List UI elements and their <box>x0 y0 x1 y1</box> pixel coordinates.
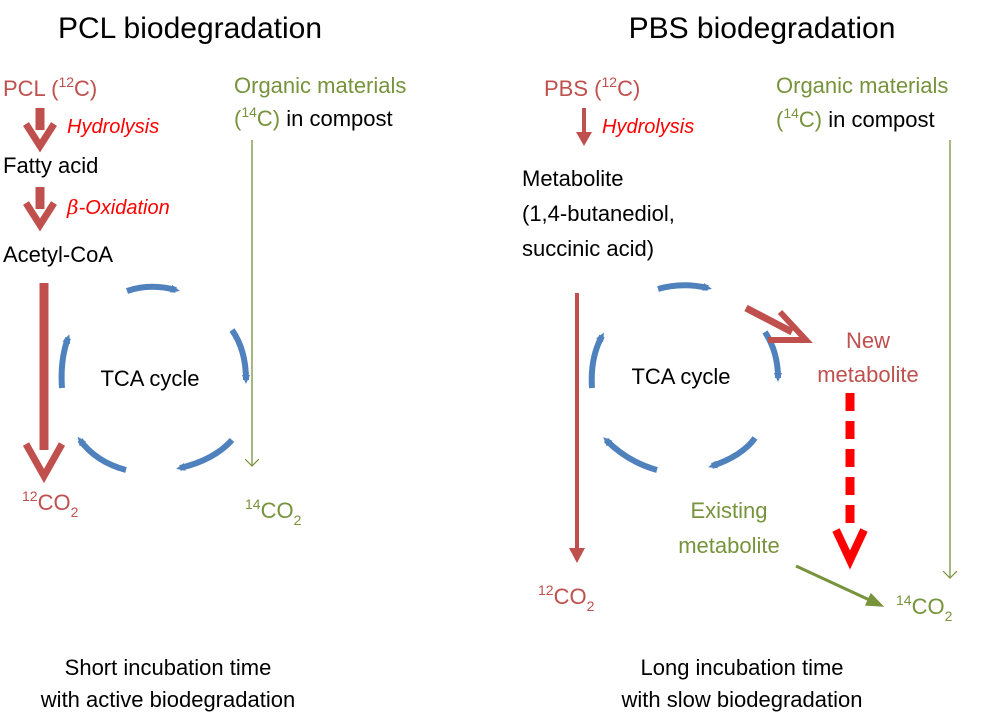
pbs-organic-materials-line2: (14C) in compost <box>776 105 935 132</box>
existing-metabolite-line2: metabolite <box>678 533 780 558</box>
pbs-metabolite-line1: Metabolite <box>522 166 624 191</box>
pcl-hydrolysis-arrow <box>23 108 57 153</box>
pcl-oxidation-label: β-Oxidation <box>66 195 170 219</box>
pbs-14co2-label: 14CO2 <box>896 592 953 624</box>
pbs-hydrolysis-arrow <box>576 108 592 146</box>
pbs-organic-materials-line1: Organic materials <box>776 73 948 98</box>
pcl-tca-label: TCA cycle <box>100 366 199 391</box>
new-metabolite-dashed-arrow <box>832 393 868 570</box>
pbs-footer-line2: with slow biodegradation <box>621 687 863 712</box>
pcl-organic-materials-line2: (14C) in compost <box>234 104 393 131</box>
existing-metabolite-line1: Existing <box>690 498 767 523</box>
acetyl-coa-label: Acetyl-CoA <box>3 242 113 267</box>
pbs-new-metabolite-arrow <box>744 304 813 343</box>
pcl-oxidation-arrow <box>23 187 57 232</box>
pbs-direct-co2-arrow <box>569 293 585 563</box>
pbs-tca-label: TCA cycle <box>631 364 730 389</box>
pcl-hydrolysis-label: Hydrolysis <box>67 116 159 138</box>
pcl-organic-materials-line1: Organic materials <box>234 73 406 98</box>
pcl-footer-line2: with active biodegradation <box>40 687 295 712</box>
pbs-12co2-label: 12CO2 <box>538 582 595 614</box>
pbs-tca-cycle <box>588 282 782 473</box>
pcl-14co2-label: 14CO2 <box>245 496 302 528</box>
new-metabolite-line2: metabolite <box>817 362 919 387</box>
pbs-footer-line1: Long incubation time <box>640 655 843 680</box>
pbs-metabolite-line3: succinic acid) <box>522 236 654 261</box>
fatty-acid-label: Fatty acid <box>3 153 98 178</box>
pbs-metabolite-line2: (1,4-butanediol, <box>522 201 675 226</box>
existing-metabolite-arrow <box>795 564 885 607</box>
pcl-12co2-label: 12CO2 <box>22 488 79 520</box>
pbs-label: PBS (12C) <box>544 74 640 101</box>
pbs-title: PBS biodegradation <box>629 12 896 45</box>
pbs-hydrolysis-label: Hydrolysis <box>602 116 694 138</box>
pcl-tca-cycle <box>58 283 250 473</box>
pcl-label: PCL (12C) <box>3 74 97 101</box>
new-metabolite-line1: New <box>846 328 890 353</box>
pcl-title: PCL biodegradation <box>58 12 322 45</box>
pcl-footer-line1: Short incubation time <box>65 655 272 680</box>
pcl-direct-co2-arrow <box>22 283 66 484</box>
